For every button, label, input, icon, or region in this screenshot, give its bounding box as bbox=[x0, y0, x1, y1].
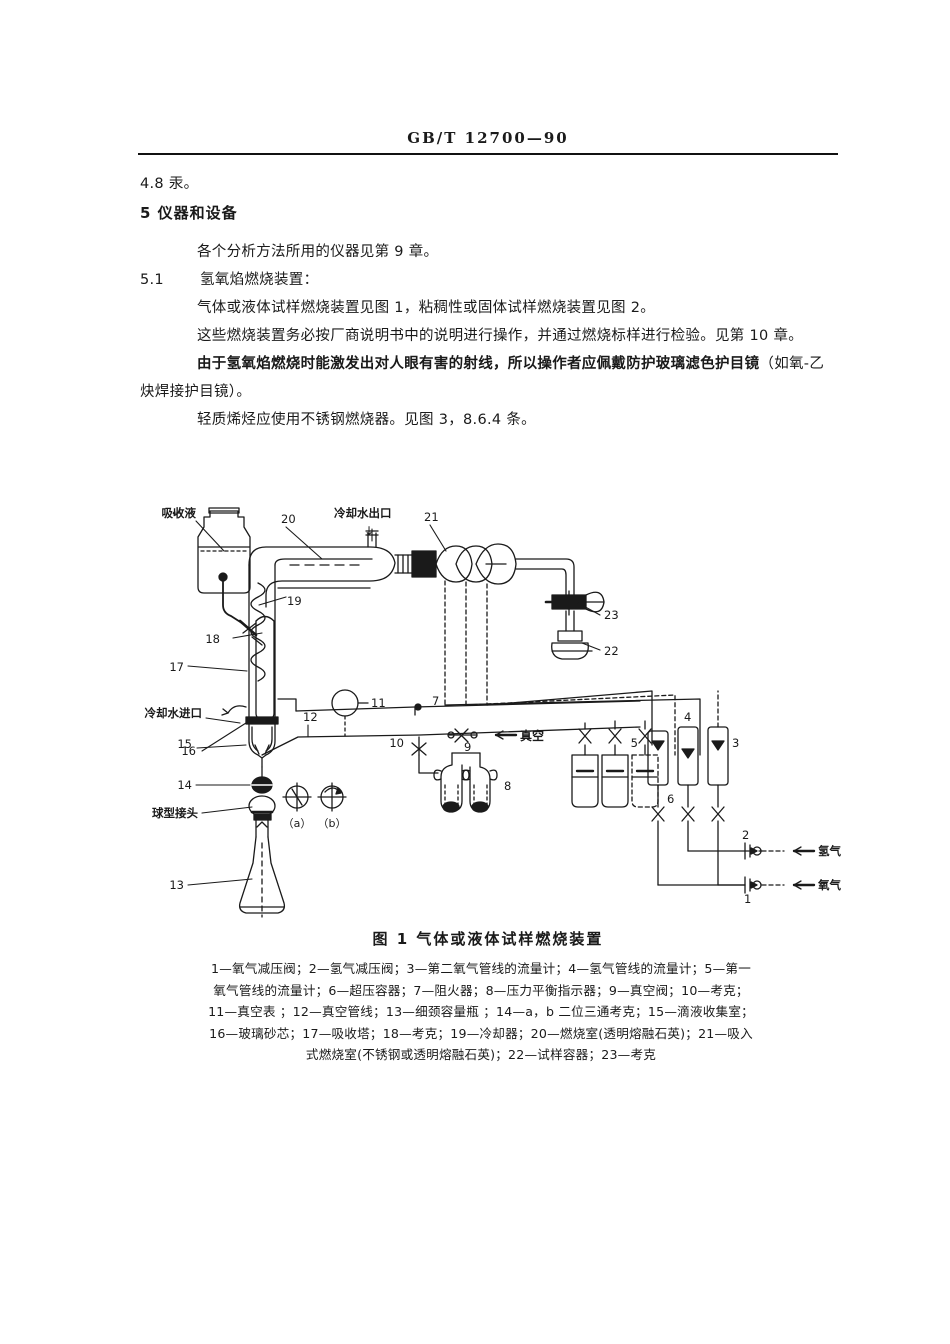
flowmeter-valves bbox=[651, 806, 725, 886]
clause-4-8: 4.8 汞。 bbox=[140, 176, 199, 192]
flowmeter-3 bbox=[707, 690, 729, 808]
callout-10: 10 bbox=[389, 736, 404, 750]
callout-ball-joint: 球型接头 bbox=[152, 806, 198, 820]
absorbing-liquid-bottle bbox=[197, 507, 251, 594]
legend-line: 1—氧气减压阀；2—氢气减压阀；3—第二氧气管线的流量计；4—氢气管线的流量计；… bbox=[210, 961, 752, 976]
callout-5: 5 bbox=[631, 736, 638, 750]
volumetric-flask-13 bbox=[238, 836, 286, 918]
callout-absorbing-liquid: 吸收液 bbox=[162, 506, 197, 520]
callout-13: 13 bbox=[169, 878, 184, 892]
clause-5-1-text: 氢氧焰燃烧装置： bbox=[199, 272, 319, 288]
callout-22: 22 bbox=[604, 644, 619, 658]
glass-frit-16 bbox=[245, 716, 279, 725]
safety-warning-tail: （如氧-乙 bbox=[759, 356, 825, 372]
paragraph-instruments-ref: 各个分析方法所用的仪器见第 9 章。 bbox=[197, 244, 439, 260]
callout-9: 9 bbox=[464, 740, 471, 754]
safety-warning-bold: 由于氢氧焰燃烧时能激发出对人眼有害的射线，所以操作者应佩戴防护玻璃滤色护目镜 bbox=[197, 356, 760, 372]
callout-6: 6 bbox=[667, 792, 674, 806]
callout-4: 4 bbox=[684, 710, 691, 724]
regulator-1 bbox=[717, 876, 816, 894]
page-header: GB/T 12700—90 bbox=[138, 128, 838, 147]
droplet-collection-chamber-15 bbox=[248, 723, 276, 768]
clause-5-1-number: 5.1 bbox=[140, 272, 164, 288]
figure-legend: 1—氧气减压阀；2—氢气减压阀；3—第二氧气管线的流量计；4—氢气管线的流量计；… bbox=[145, 958, 817, 1066]
legend-line: 11—真空表 ；12—真空管线；13—细颈容量瓶 ；14—a，b 二位三通考克；… bbox=[208, 1004, 754, 1019]
callout-17: 17 bbox=[169, 660, 184, 674]
cock-10 bbox=[411, 736, 439, 774]
callout-oxygen: 氧气 bbox=[817, 878, 841, 892]
burner-downcomers bbox=[444, 580, 488, 706]
callout-16: 16 bbox=[181, 744, 196, 758]
bottle-outlet-tube bbox=[222, 580, 246, 626]
callout-vacuum: 真空 bbox=[520, 728, 544, 743]
legend-line: 式燃烧室(不锈钢或透明熔融石英)；22—试样容器；23—考克 bbox=[305, 1047, 657, 1062]
callout-sub-a: （a） bbox=[283, 817, 312, 830]
callout-8: 8 bbox=[504, 779, 511, 793]
section-5-heading: 5 仪器和设备 bbox=[140, 204, 238, 222]
leader-lines bbox=[187, 520, 601, 886]
legend-line: 氧气管线的流量计；6—超压容器；7—阻火器；8—压力平衡指示器；9—真空阀；10… bbox=[213, 982, 749, 998]
paragraph-safety-warning-cont: 炔焊接护目镜）。 bbox=[140, 384, 252, 400]
legend-line: 16—玻璃砂芯；17—吸收塔；18—考克；19—冷却器；20—燃烧室(透明熔融石… bbox=[209, 1025, 753, 1041]
figure-caption: 图 1 气体或液体试样燃烧装置 bbox=[372, 930, 604, 948]
arrow-cooling-water-outlet: ↓ bbox=[364, 524, 374, 538]
pressure-balance-indicator-8 bbox=[433, 752, 498, 813]
vacuum-valve-9 bbox=[447, 728, 478, 743]
callout-cooling-water-inlet: 冷却水进口 bbox=[145, 706, 203, 720]
cooling-water-inlet-nozzle bbox=[227, 705, 247, 714]
callout-18: 18 bbox=[205, 632, 220, 646]
figure-1-apparatus-diagram: 吸收液 ← 20 冷却水出口 ↓ 21 23 22 19 18 17 冷却水进口… bbox=[0, 455, 950, 925]
cock-23 bbox=[544, 590, 605, 616]
arrow-absorbing-liquid: ← bbox=[172, 506, 182, 520]
callout-hydrogen: 氢气 bbox=[818, 844, 841, 858]
callout-11: 11 bbox=[371, 696, 386, 710]
callout-15: 15 bbox=[177, 737, 192, 751]
header-rule bbox=[138, 153, 838, 155]
callout-20: 20 bbox=[281, 512, 296, 526]
three-way-cock-14 bbox=[251, 766, 273, 794]
clause-5-1: 5.1 氢氧焰燃烧装置： bbox=[140, 268, 318, 289]
callout-cooling-water-outlet: 冷却水出口 bbox=[334, 506, 392, 520]
callout-19: 19 bbox=[287, 594, 302, 608]
paragraph-figure-refs: 气体或液体试样燃烧装置见图 1，粘稠性或固体试样燃烧装置见图 2。 bbox=[197, 300, 656, 316]
flowmeter-4 bbox=[677, 726, 699, 808]
paragraph-safety-warning: 由于氢氧焰燃烧时能激发出对人眼有害的射线，所以操作者应佩戴防护玻璃滤色护目镜（如… bbox=[197, 352, 824, 373]
callout-3: 3 bbox=[732, 736, 739, 750]
callout-23: 23 bbox=[604, 608, 619, 622]
flame-arrestor-7 bbox=[295, 700, 641, 716]
paragraph-olefins-note: 轻质烯烃应使用不锈钢燃烧器。见图 3，8.6.4 条。 bbox=[197, 412, 536, 428]
vacuum-line-12 bbox=[261, 726, 641, 756]
cock-position-a bbox=[282, 782, 312, 812]
callout-21: 21 bbox=[424, 510, 439, 524]
ball-joint bbox=[248, 795, 276, 838]
callout-sub-b: （b） bbox=[318, 817, 347, 830]
paragraph-operation-note: 这些燃烧装置务必按厂商说明书中的说明进行操作，并通过燃烧标样进行检验。见第 10… bbox=[197, 328, 804, 344]
callout-7: 7 bbox=[432, 694, 439, 708]
callout-1: 1 bbox=[744, 892, 751, 906]
callout-14: 14 bbox=[177, 778, 192, 792]
regulator-2 bbox=[657, 842, 816, 886]
inlet-combustion-chamber-21 bbox=[394, 543, 575, 596]
overpressure-vessels-6 bbox=[571, 720, 659, 808]
callout-2: 2 bbox=[742, 828, 749, 842]
callout-12: 12 bbox=[303, 710, 318, 724]
cock-position-b bbox=[317, 782, 347, 812]
flowmeter-5 bbox=[647, 730, 669, 808]
vacuum-arrow bbox=[494, 730, 518, 740]
vacuum-gauge-11 bbox=[331, 689, 369, 737]
gas-manifold-upper bbox=[277, 690, 701, 756]
combustion-chamber-20 bbox=[248, 530, 396, 608]
sample-container-22 bbox=[551, 610, 593, 660]
standard-number: GB/T 12700—90 bbox=[407, 129, 569, 147]
